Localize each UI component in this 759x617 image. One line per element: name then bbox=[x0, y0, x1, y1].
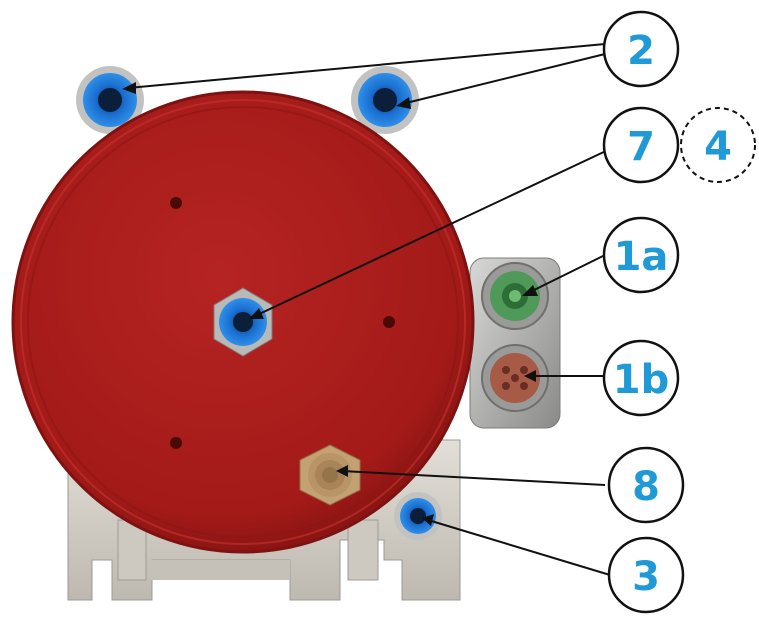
callout-1b: 1b bbox=[604, 341, 678, 415]
callout-label-8: 8 bbox=[632, 464, 660, 510]
connector-copper bbox=[482, 345, 548, 411]
callout-label-3: 3 bbox=[632, 554, 660, 600]
callout-label-2: 2 bbox=[627, 28, 655, 74]
callout-label-7: 7 bbox=[627, 124, 655, 170]
callout-3: 3 bbox=[609, 538, 683, 612]
callout-label-1a: 1a bbox=[614, 234, 669, 280]
fitting-bottom-right bbox=[394, 492, 442, 540]
callout-label-1b: 1b bbox=[613, 357, 669, 403]
callout-7: 7 bbox=[604, 108, 678, 182]
callout-8: 8 bbox=[609, 448, 683, 522]
callout-2: 2 bbox=[604, 12, 678, 86]
connector-green bbox=[482, 263, 548, 329]
leader-line-2b bbox=[402, 54, 605, 104]
callout-label-4: 4 bbox=[704, 124, 732, 170]
callout-1a: 1a bbox=[604, 218, 678, 292]
callout-4: 4 bbox=[681, 108, 755, 182]
